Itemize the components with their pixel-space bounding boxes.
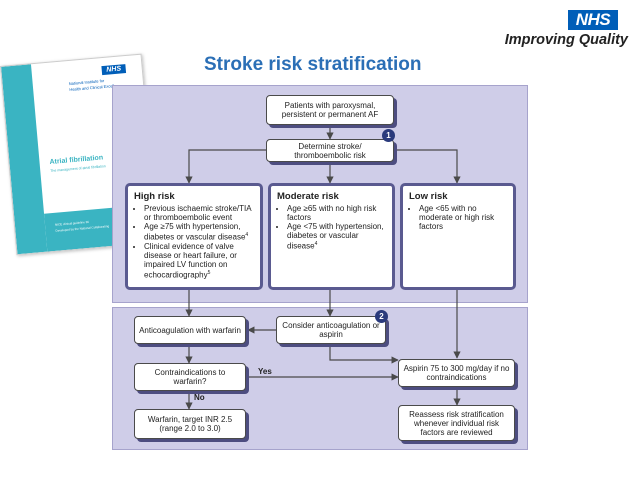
edge-consider-aspirin xyxy=(329,344,399,364)
moderate-risk-title: Moderate risk xyxy=(277,191,339,202)
chart-title: Stroke risk stratification xyxy=(204,54,422,75)
low-risk-title: Low risk xyxy=(409,191,448,202)
tagline: Improving Quality xyxy=(504,32,628,48)
node-reassess: Reassess risk stratification whenever in… xyxy=(398,405,515,441)
node-low-risk: Low risk Age <65 with no moderate or hig… xyxy=(400,183,516,290)
node-warfarin: Warfarin, target INR 2.5 (range 2.0 to 3… xyxy=(134,409,246,439)
step-badge-2: 2 xyxy=(375,310,388,323)
edge-determine-high xyxy=(185,149,266,184)
moderate-risk-item: Age ≥65 with no high risk factors xyxy=(287,204,386,222)
high-risk-item: Previous ischaemic stroke/TIA or thrombo… xyxy=(144,204,254,222)
node-contraindications: Contraindications to warfarin? xyxy=(134,363,246,391)
node-aspirin: Aspirin 75 to 300 mg/day if no contraind… xyxy=(398,359,515,387)
edge-label-no: No xyxy=(194,393,205,402)
low-risk-item: Age <65 with no moderate or high risk fa… xyxy=(419,204,507,231)
high-risk-item: Age ≥75 with hypertension, diabetes or v… xyxy=(144,222,254,242)
edge-label-yes: Yes xyxy=(258,367,272,376)
edge-determine-low xyxy=(395,149,461,184)
high-risk-item: Clinical evidence of valve disease or he… xyxy=(144,242,254,280)
node-anticoagulation: Anticoagulation with warfarin xyxy=(134,316,246,344)
node-moderate-risk: Moderate risk Age ≥65 with no high risk … xyxy=(268,183,395,290)
nhs-logo: NHS xyxy=(568,10,618,30)
node-determine-risk: Determine stroke/ thromboembolic risk xyxy=(266,139,394,162)
node-consider: Consider anticoagulation or aspirin xyxy=(276,316,386,344)
high-risk-title: High risk xyxy=(134,191,175,202)
node-start: Patients with paroxysmal, persistent or … xyxy=(266,95,394,125)
step-badge-1: 1 xyxy=(382,129,395,142)
moderate-risk-item: Age <75 with hypertension, diabetes or v… xyxy=(287,222,386,251)
node-high-risk: High risk Previous ischaemic stroke/TIA … xyxy=(125,183,263,290)
